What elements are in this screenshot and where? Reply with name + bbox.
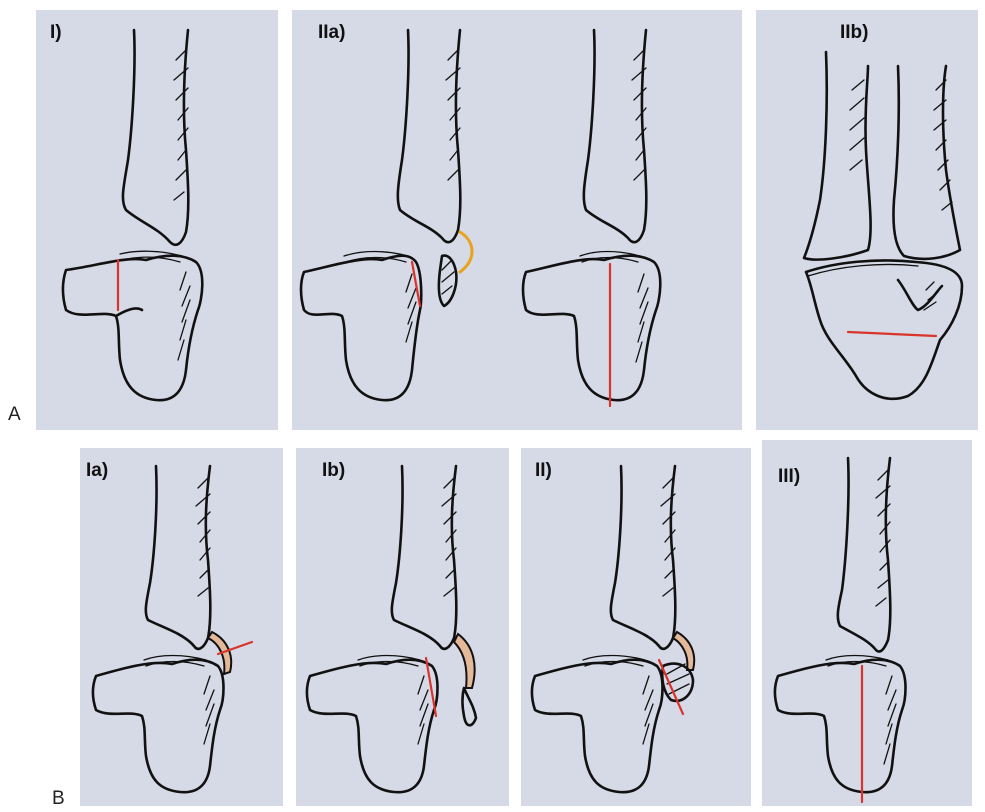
row-label-a: A bbox=[8, 404, 21, 426]
panel-label-b-ia: Ia) bbox=[86, 460, 108, 482]
panel-b-ib: Ib) bbox=[296, 448, 509, 806]
panel-label-a-i: I) bbox=[50, 22, 62, 44]
row-label-b: B bbox=[52, 788, 65, 810]
ligament-arc bbox=[460, 232, 472, 272]
panel-label-b-ib: Ib) bbox=[322, 460, 345, 482]
panel-label-b-ii: II) bbox=[535, 460, 552, 482]
ankle-anterior-drawing-iib bbox=[756, 10, 978, 430]
ankle-lateral-drawing-ia bbox=[80, 448, 283, 806]
tendon bbox=[454, 634, 475, 688]
panel-a-iia: IIa) bbox=[292, 10, 742, 430]
panel-b-ia: Ia) bbox=[80, 448, 283, 806]
panel-label-b-iii: III) bbox=[778, 466, 800, 488]
ankle-lateral-drawing-i bbox=[36, 10, 278, 430]
panel-b-iii: III) bbox=[762, 440, 972, 806]
ankle-lateral-drawing-ib bbox=[296, 448, 509, 806]
panel-a-iib: IIb) bbox=[756, 10, 978, 430]
fracture-line bbox=[848, 332, 936, 336]
panel-label-a-iib: IIb) bbox=[840, 22, 869, 44]
ankle-lateral-drawing-ii bbox=[521, 448, 751, 806]
panel-b-ii: II) bbox=[521, 448, 751, 806]
ankle-lateral-drawing-iia bbox=[292, 10, 742, 430]
panel-label-a-iia: IIa) bbox=[318, 22, 345, 44]
panel-a-i: I) bbox=[36, 10, 278, 430]
ankle-lateral-drawing-iii bbox=[762, 440, 972, 806]
